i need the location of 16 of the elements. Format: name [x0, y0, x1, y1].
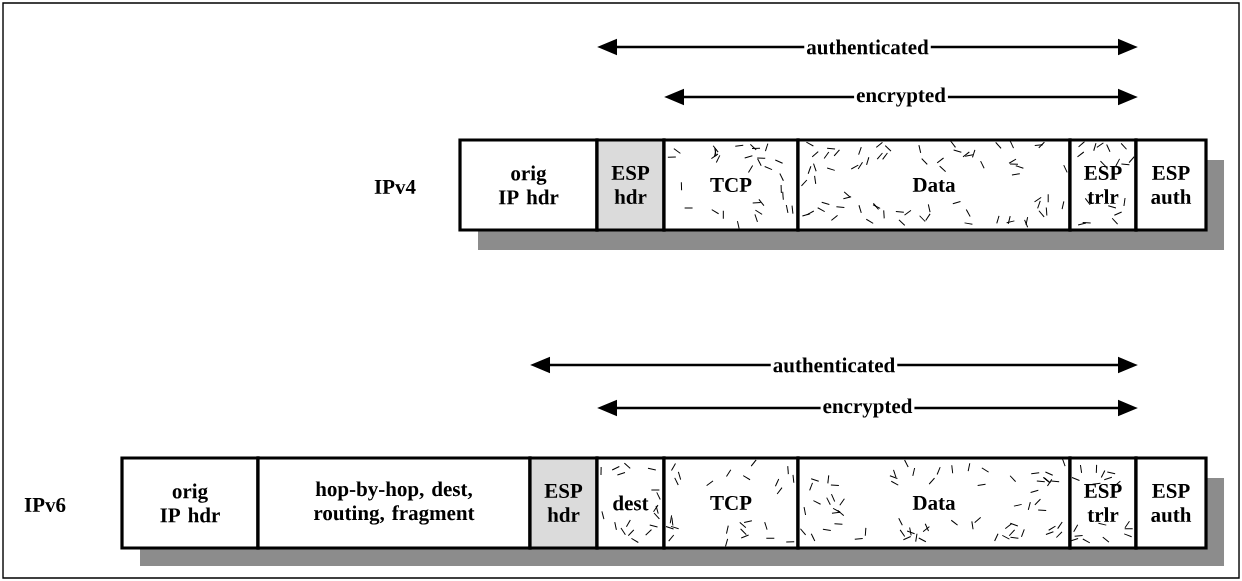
- range-label: encrypted: [854, 85, 948, 109]
- header-field: ESP auth: [1134, 138, 1208, 232]
- payload-field: ESP trlr: [1068, 138, 1138, 232]
- range-label: authenticated: [770, 355, 898, 375]
- header-field: orig IP hdr: [458, 138, 599, 232]
- payload-field: TCP: [662, 138, 800, 232]
- header-field: orig IP hdr: [120, 456, 260, 550]
- row-label: IPv6: [24, 497, 66, 513]
- range-label: encrypted: [820, 396, 915, 420]
- payload-field: dest: [595, 456, 666, 550]
- row-label: IPv4: [374, 180, 416, 194]
- range-label: authenticated: [804, 37, 931, 57]
- header-field: ESP hdr: [528, 456, 599, 550]
- header-field: ESP hdr: [595, 138, 666, 232]
- payload-field: ESP trlr: [1068, 456, 1138, 550]
- header-field: ESP auth: [1134, 456, 1208, 550]
